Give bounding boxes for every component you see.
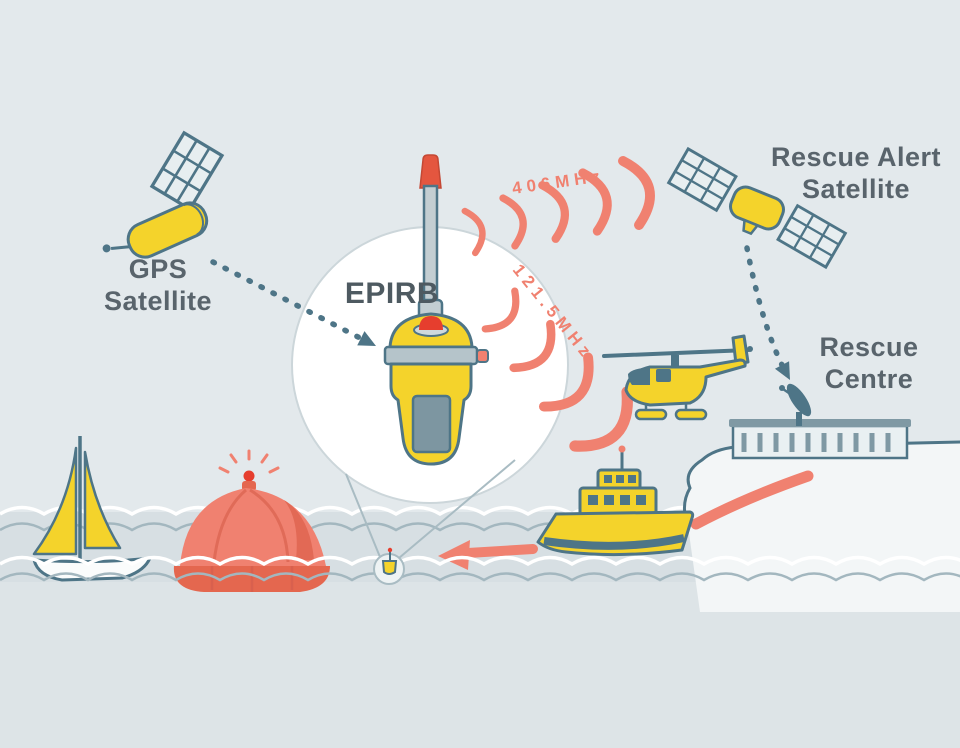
wave-line: [0, 555, 960, 567]
gps-satellite-label-line2: Satellite: [104, 286, 212, 316]
epirb-label: EPIRB: [345, 277, 439, 310]
helicopter-icon: [602, 334, 753, 421]
dotted-arrow-gps-to-epirb: [210, 259, 363, 341]
rescue-centre-building: [729, 419, 911, 460]
rescue-alert-satellite-icon: [667, 147, 847, 269]
epirb-device-icon: [383, 154, 489, 466]
epirb-antenna-tip: [419, 154, 442, 189]
dotted-arrow-satellite-to-centre: [744, 245, 787, 372]
rescue-direction-arrow: [438, 540, 538, 570]
rescue-alert-label-line2: Satellite: [802, 174, 910, 204]
floating-epirb-icon: [381, 547, 398, 575]
floating-epirb-group: [345, 459, 516, 585]
wave-line: [0, 572, 960, 582]
epirb-band: [383, 345, 479, 366]
epirb-side-nub: [476, 349, 489, 363]
satellite-dish-icon: [779, 383, 812, 426]
gps-arrowhead-icon: [357, 331, 376, 346]
rescue-centre-label-line1: Rescue: [819, 332, 918, 362]
cliff-outline: [683, 440, 960, 528]
raft-beacon-light: [243, 470, 255, 482]
cliff: [684, 442, 960, 612]
gps-satellite-icon: [102, 131, 224, 259]
epirb-screen: [411, 394, 452, 454]
gps-satellite-label-line1: GPS: [129, 254, 188, 284]
lifeboat-icon: [536, 445, 695, 557]
satellite-arrowhead-icon: [774, 361, 790, 380]
deployment-swoosh: [690, 470, 814, 530]
liferaft-icon: [173, 449, 330, 592]
rescue-alert-label-line1: Rescue Alert: [771, 142, 941, 172]
epirb-activation-button: [419, 316, 443, 330]
rescue-centre-label-line2: Centre: [825, 364, 914, 394]
